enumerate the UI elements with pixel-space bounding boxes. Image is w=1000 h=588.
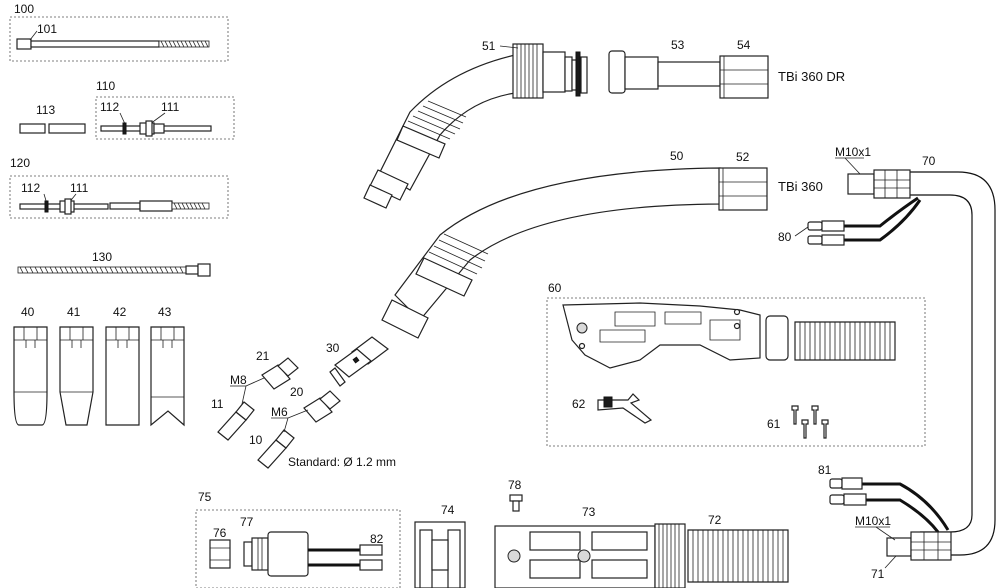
thread-m10x1-top: M10x1 — [835, 145, 871, 159]
contact-tip-10 — [257, 429, 295, 469]
label-75: 75 — [198, 490, 212, 504]
label-82: 82 — [370, 532, 384, 546]
label-52: 52 — [736, 150, 750, 164]
contact-tip-11 — [217, 401, 255, 441]
connector-54 — [719, 55, 769, 99]
fitting-m10-bottom — [886, 531, 952, 561]
label-76: 76 — [213, 526, 227, 540]
terminals-80 — [807, 220, 845, 246]
label-10: 10 — [249, 433, 263, 447]
label-77: 77 — [240, 515, 254, 529]
terminals-81 — [829, 477, 867, 506]
trigger-62 — [597, 393, 653, 424]
nut-76 — [209, 539, 231, 569]
label-71: 71 — [871, 567, 885, 581]
label-120: 120 — [10, 156, 30, 170]
label-111a: 111 — [161, 100, 180, 114]
label-81: 81 — [818, 463, 832, 477]
standard-note: Standard: Ø 1.2 mm — [288, 455, 396, 469]
label-110: 110 — [96, 79, 115, 93]
label-62: 62 — [572, 397, 586, 411]
kit-75-box — [195, 509, 401, 588]
label-70: 70 — [922, 154, 936, 168]
thread-m6: M6 — [271, 405, 288, 419]
label-40: 40 — [21, 305, 35, 319]
hose-70-outer — [908, 171, 996, 556]
label-73: 73 — [582, 505, 596, 519]
label-21: 21 — [256, 349, 270, 363]
liner-130 — [17, 263, 211, 277]
wire-81-b — [865, 498, 940, 533]
label-42: 42 — [113, 305, 127, 319]
label-11: 11 — [211, 397, 224, 411]
screw-78 — [509, 494, 523, 512]
spring-72 — [687, 529, 789, 583]
spring-60 — [794, 321, 896, 361]
handle-60 — [562, 302, 761, 369]
thread-m8: M8 — [230, 373, 247, 387]
tip-holder-21 — [261, 357, 299, 390]
label-111b: 111 — [70, 181, 89, 195]
part-53 — [608, 50, 721, 94]
kit-60-box — [546, 297, 926, 447]
wire-80-a — [843, 196, 919, 228]
tip-holder-20 — [303, 390, 341, 423]
nut-51 — [512, 43, 588, 99]
label-20: 20 — [290, 385, 304, 399]
part-113 — [19, 123, 86, 134]
label-72: 72 — [708, 513, 722, 527]
part-111-112-b — [19, 198, 210, 215]
label-130: 130 — [92, 250, 112, 264]
screws-61 — [791, 405, 829, 439]
kit-100-box — [9, 16, 229, 62]
label-78: 78 — [508, 478, 522, 492]
label-113: 113 — [36, 103, 55, 117]
wire-81-a — [860, 482, 950, 531]
label-30: 30 — [326, 341, 340, 355]
label-100: 100 — [14, 2, 34, 16]
label-50: 50 — [670, 149, 684, 163]
fitting-m10-top — [847, 169, 911, 199]
kit-120-box — [9, 175, 229, 219]
liner-101 — [16, 38, 210, 50]
nozzle-43 — [150, 326, 185, 427]
wire-80-b — [843, 199, 922, 242]
label-112b: 112 — [21, 181, 40, 195]
sleeve-60 — [765, 315, 789, 361]
label-43: 43 — [158, 305, 172, 319]
label-54: 54 — [737, 38, 751, 52]
neck-tbi-360-dr — [363, 54, 516, 209]
terminals-82 — [359, 544, 383, 571]
label-41: 41 — [67, 305, 81, 319]
connector-77 — [243, 531, 309, 577]
nozzle-40 — [13, 326, 48, 426]
label-112a: 112 — [100, 100, 119, 114]
handle-73 — [494, 525, 656, 588]
ring-73 — [654, 523, 686, 588]
kit-110-box — [95, 96, 235, 140]
part-111-112-a — [100, 120, 212, 137]
nozzle-42 — [105, 326, 140, 426]
label-60: 60 — [548, 281, 562, 295]
part-74 — [414, 521, 466, 588]
connector-52 — [718, 167, 768, 211]
hose-70-inner — [908, 194, 973, 533]
thread-m10x1-bottom: M10x1 — [855, 514, 891, 528]
tip-adapter-30 — [329, 336, 389, 387]
label-101: 101 — [37, 22, 57, 36]
label-61: 61 — [767, 417, 781, 431]
label-51: 51 — [482, 39, 496, 53]
label-74: 74 — [441, 503, 455, 517]
nozzle-41 — [59, 326, 94, 426]
wires-82 — [308, 548, 360, 567]
model-tbi-360-dr: TBi 360 DR — [778, 69, 845, 84]
label-53: 53 — [671, 38, 685, 52]
model-tbi-360: TBi 360 — [778, 179, 823, 194]
label-80: 80 — [778, 230, 792, 244]
